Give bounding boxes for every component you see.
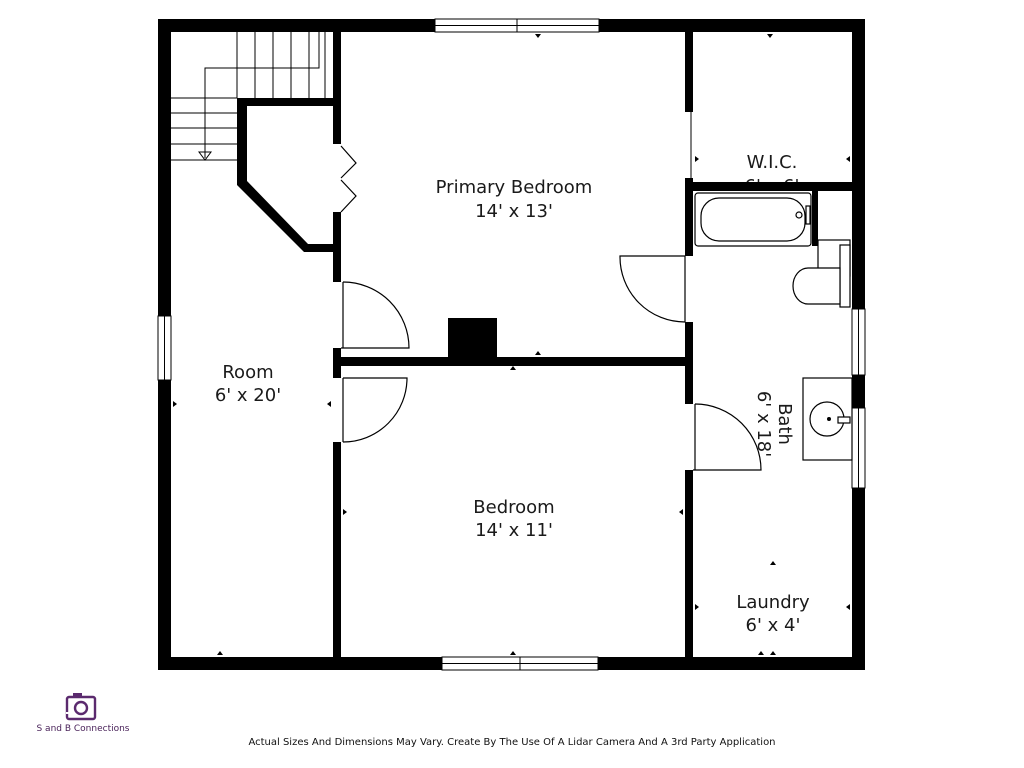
bath-fixtures xyxy=(694,192,853,461)
company-name: S and B Connections xyxy=(36,724,129,734)
room-bath: Bath 6' x 18' xyxy=(753,391,795,457)
room-room-name: Room xyxy=(222,362,273,383)
doors xyxy=(340,112,762,471)
camera-logo-icon xyxy=(65,693,97,721)
outer-walls xyxy=(158,19,865,670)
dimension-markers xyxy=(173,34,850,655)
interior-walls xyxy=(237,32,852,657)
room-room: Room 6' x 20' xyxy=(215,362,281,406)
room-bath-dims: 6' x 18' xyxy=(753,391,774,457)
room-wic: W.I.C. 6' x 6' xyxy=(745,152,800,197)
room-bath-name: Bath xyxy=(774,403,795,445)
room-primary-bedroom-dims: 14' x 13' xyxy=(475,201,553,222)
room-room-dims: 6' x 20' xyxy=(215,385,281,406)
room-laundry: Laundry 6' x 4' xyxy=(736,592,810,636)
room-primary-bedroom: Primary Bedroom 14' x 13' xyxy=(436,177,593,222)
disclaimer-text: Actual Sizes And Dimensions May Vary. Cr… xyxy=(248,737,775,748)
windows xyxy=(157,18,866,671)
room-bedroom-dims: 14' x 11' xyxy=(475,520,553,541)
room-bedroom: Bedroom 14' x 11' xyxy=(473,497,554,541)
room-wic-name: W.I.C. xyxy=(747,152,798,173)
room-wic-dims: 6' x 6' xyxy=(745,176,800,197)
room-bedroom-name: Bedroom xyxy=(473,497,554,518)
room-primary-bedroom-name: Primary Bedroom xyxy=(436,177,593,198)
room-laundry-dims: 6' x 4' xyxy=(746,615,801,636)
room-laundry-name: Laundry xyxy=(736,592,810,613)
stairs xyxy=(171,32,326,161)
